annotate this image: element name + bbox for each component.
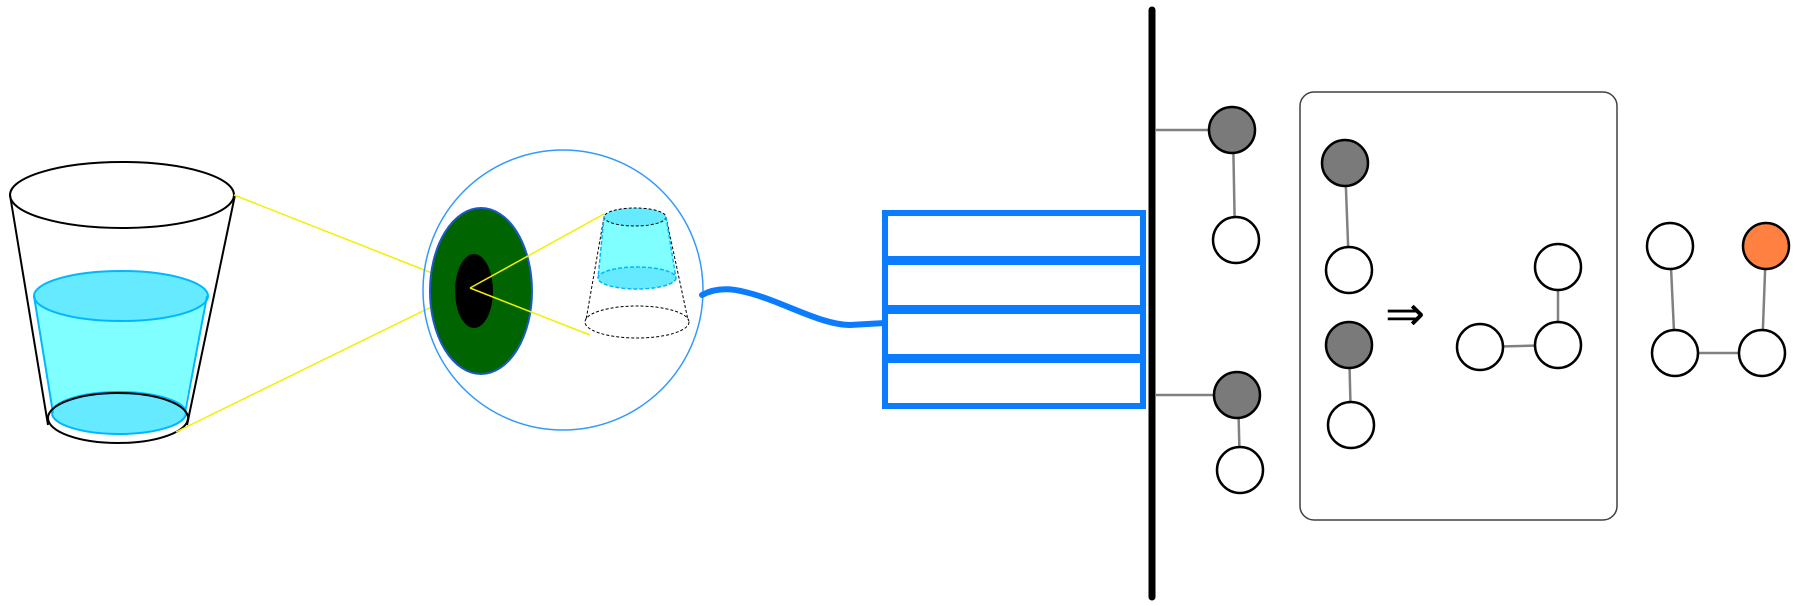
image-glass-base xyxy=(584,305,690,339)
inactive-node xyxy=(1215,445,1265,495)
active-node xyxy=(1324,320,1374,370)
glass-water-surface xyxy=(33,270,209,322)
inactive-node xyxy=(1650,328,1700,378)
eye-icon xyxy=(429,207,533,375)
combined-node-structure xyxy=(1455,242,1583,372)
glass-water-left-edge xyxy=(33,295,54,414)
lens-circle xyxy=(422,149,704,431)
receptor-slot-2 xyxy=(882,259,1146,311)
receptor-slot-1 xyxy=(882,210,1146,262)
inactive-node xyxy=(1533,242,1583,292)
receptor-slot-4 xyxy=(882,357,1146,409)
implies-arrow: ⇒ xyxy=(1385,286,1425,342)
glass-water xyxy=(34,296,207,415)
output-node-structure xyxy=(1645,221,1791,378)
receptor-slot-3 xyxy=(882,308,1146,360)
glass-left-wall xyxy=(9,194,49,426)
inactive-node xyxy=(1645,221,1695,271)
image-glass-water-left xyxy=(597,216,605,279)
processing-box: ⇒ xyxy=(1299,91,1618,521)
input-node-pair-top xyxy=(1320,138,1374,295)
highlighted-node xyxy=(1741,221,1791,271)
pupil xyxy=(455,254,493,328)
active-node xyxy=(1320,138,1370,188)
membrane-node-pair-top xyxy=(1155,105,1261,265)
image-line-bottom xyxy=(469,287,591,336)
inactive-node xyxy=(1737,328,1787,378)
nerve-fiber-icon xyxy=(699,286,888,329)
sight-lines xyxy=(175,194,471,433)
membrane-node-pair-bottom xyxy=(1155,370,1265,495)
inactive-node xyxy=(1211,215,1261,265)
image-glass-water xyxy=(598,217,676,278)
inactive-node xyxy=(1324,245,1374,295)
water-glass-icon xyxy=(9,161,236,444)
inactive-node xyxy=(1533,320,1583,370)
glass-water-right-edge xyxy=(184,295,208,414)
inactive-node xyxy=(1326,400,1376,450)
glass-rim xyxy=(9,161,235,229)
image-glass-top xyxy=(603,207,667,227)
glass-base xyxy=(47,392,189,444)
inactive-node xyxy=(1455,322,1505,372)
processing-box-frame xyxy=(1299,91,1618,521)
input-node-pair-bottom xyxy=(1324,320,1376,450)
mental-image-glass-icon xyxy=(584,207,690,339)
receptor-array-icon xyxy=(882,210,1146,409)
image-line-top xyxy=(469,213,605,289)
image-glass-right-wall xyxy=(665,216,689,321)
eye-group xyxy=(422,149,704,431)
active-node xyxy=(1207,105,1257,155)
sight-line-bottom xyxy=(175,287,471,433)
active-node xyxy=(1212,370,1262,420)
image-glass-water-right xyxy=(665,216,677,279)
image-glass-water-surface xyxy=(597,266,677,290)
image-glass-left-wall xyxy=(585,216,605,321)
glass-right-wall xyxy=(186,194,236,426)
